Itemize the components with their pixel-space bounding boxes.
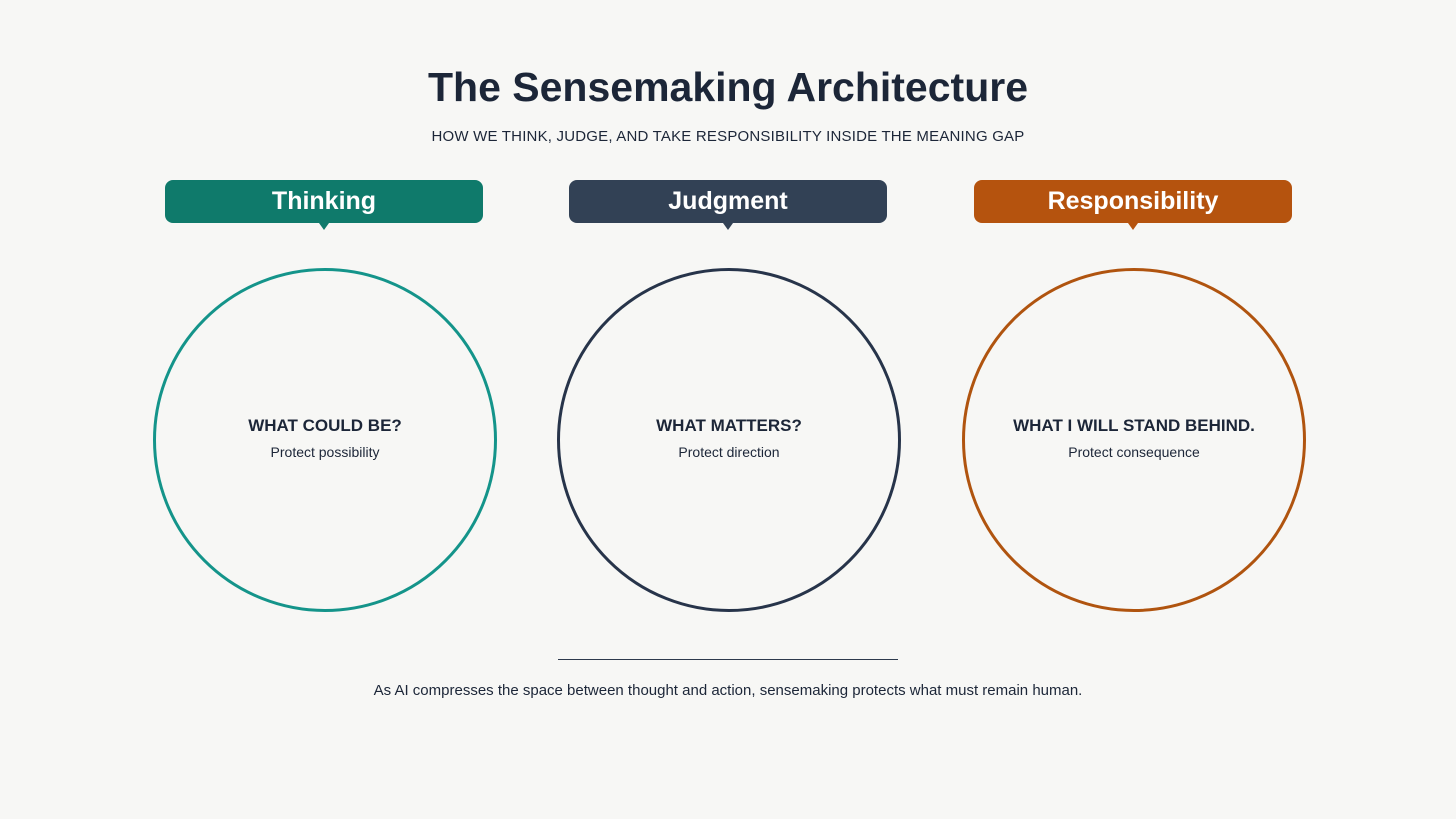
tag-label: Judgment (668, 187, 788, 215)
tag-judgment: Judgment (569, 180, 887, 230)
pillar-protect: Protect consequence (1068, 444, 1200, 460)
pillar-question: WHAT COULD BE? (248, 416, 402, 435)
pillar-judgment: Judgment WHAT MATTERS? Protect direction (554, 0, 904, 819)
pillar-protect: Protect direction (678, 444, 780, 460)
divider-line (558, 659, 898, 660)
tag-label: Thinking (271, 187, 377, 215)
tag-pointer (319, 223, 329, 230)
tag-thinking: Thinking (165, 180, 483, 230)
footer-statement: As AI compresses the space between thoug… (373, 682, 1083, 699)
page-title: The Sensemaking Architecture (427, 64, 1028, 110)
circle-judgment: WHAT MATTERS? Protect direction (557, 268, 901, 612)
page-subtitle: HOW WE THINK, JUDGE, AND TAKE RESPONSIBI… (431, 128, 1025, 145)
pillar-protect: Protect possibility (270, 444, 380, 460)
pillar-question: WHAT MATTERS? (656, 416, 802, 435)
circle-thinking: WHAT COULD BE? Protect possibility (153, 268, 497, 612)
tag-label: Responsibility (1047, 187, 1219, 215)
tag-pointer (723, 223, 733, 230)
tag-pointer (1128, 223, 1138, 230)
tag-responsibility: Responsibility (974, 180, 1292, 230)
pillar-thinking: Thinking WHAT COULD BE? Protect possibil… (150, 0, 500, 819)
pillar-responsibility: Responsibility WHAT I WILL STAND BEHIND.… (959, 0, 1309, 819)
pillar-question: WHAT I WILL STAND BEHIND. (1013, 416, 1255, 435)
circle-responsibility: WHAT I WILL STAND BEHIND. Protect conseq… (962, 268, 1306, 612)
